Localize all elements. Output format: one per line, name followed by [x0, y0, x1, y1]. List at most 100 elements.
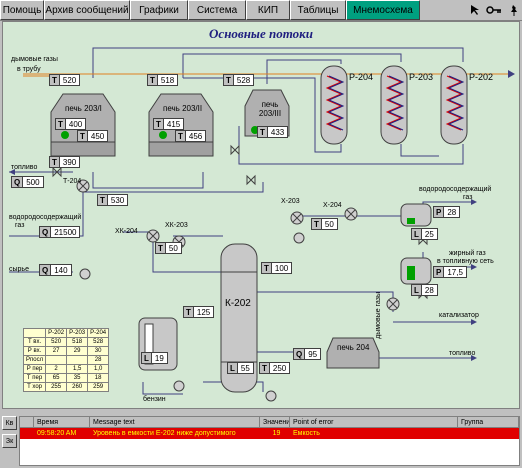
alarm-group [458, 428, 519, 439]
label-gas-right: газ [463, 194, 473, 201]
label-t204: Т-204 [63, 178, 82, 185]
alarm-row[interactable]: 09:58:20 AM Уровень в емкости Е-202 ниже… [20, 428, 519, 439]
table-cell: 520 [45, 337, 68, 347]
separator-top [400, 203, 432, 227]
label-to-fuel-net: в топливную сеть [437, 258, 494, 265]
process-diagram [9, 47, 515, 402]
table-cell: Р-203 [66, 328, 89, 338]
col-time[interactable]: Время [34, 417, 90, 428]
col-value[interactable]: Значени [260, 417, 290, 428]
col-group[interactable]: Группа [458, 417, 519, 428]
alarm-value: 19 [272, 430, 281, 437]
table-cell [66, 355, 89, 365]
key-icon[interactable] [486, 4, 502, 16]
menu-charts[interactable]: Графики [130, 0, 188, 20]
alarm-message: Уровень в емкости Е-202 ниже допустимого [93, 430, 236, 437]
table-cell: Р вх. [22, 346, 47, 356]
pumps [79, 232, 305, 402]
pin-icon[interactable] [507, 4, 519, 16]
label-fuel-left: топливо [11, 164, 38, 171]
table-cell: Т пер [22, 373, 47, 383]
label-hydrogen-gas: водородосодержащий [9, 214, 82, 221]
label-raw: сырье [9, 266, 29, 273]
menu-message-archive[interactable]: Архив сообщений [44, 0, 130, 20]
table-cell: 28 [87, 355, 110, 365]
alarm-grid-header: Время Message text Значени Point of erro… [20, 417, 519, 428]
table-cell: 30 [87, 346, 110, 356]
pointer-icon[interactable] [469, 4, 481, 16]
table-cell: 65 [45, 373, 68, 383]
label-fuel-right: топливо [449, 350, 476, 357]
menu-system[interactable]: Система [188, 0, 246, 20]
close-alarm-button[interactable]: Зк [2, 434, 17, 448]
flow-arrows [9, 70, 515, 361]
alarm-grid: Время Message text Значени Point of erro… [19, 416, 520, 466]
menu-help[interactable]: Помощь [0, 0, 44, 20]
label-x203: Х-203 [281, 198, 300, 205]
table-cell: 259 [87, 382, 110, 392]
table-header: Р-202 Р-203 Р-204 [22, 328, 110, 338]
menu-tables[interactable]: Таблицы [290, 0, 346, 20]
col-message[interactable]: Message text [90, 417, 260, 428]
label-gas: газ [15, 222, 25, 229]
table-cell: 2 [45, 364, 68, 374]
menu-kip[interactable]: КИП [246, 0, 290, 20]
reactor-204-label: Р-204 [349, 72, 374, 82]
column-label: К-202 [225, 298, 251, 309]
label-flue-gas: дымовые газы [11, 56, 58, 63]
table-cell: 255 [45, 382, 68, 392]
col-icon[interactable] [20, 417, 34, 428]
table-cell: 29 [66, 346, 89, 356]
furnace-203-2-label: печь 203/II [163, 104, 203, 113]
furnace-204-label: печь 204 [337, 343, 370, 352]
ack-button[interactable]: Кв [2, 416, 17, 430]
col-point[interactable]: Point of error [290, 417, 458, 428]
label-catalyzate: катализатор [439, 312, 479, 319]
table-cell: Р пер [22, 364, 47, 374]
table-cell: 27 [45, 346, 68, 356]
table-cell: 35 [66, 373, 89, 383]
reactor-203-label: Р-203 [409, 72, 434, 82]
toolbar-icons [466, 0, 522, 20]
furnace-203-3-label: печь 203/III [258, 100, 282, 118]
label-x204: Х-204 [323, 202, 342, 209]
furnace-203-1-label: печь 203/I [65, 104, 102, 113]
alarm-point: Емкость [293, 430, 320, 437]
table-cell: Т вх. [22, 337, 47, 347]
table-cell: Р-204 [87, 328, 110, 338]
label-to-stack: в трубу [17, 66, 41, 73]
table-cell: Т хор [22, 382, 47, 392]
menu-mnemoscheme[interactable]: Мнемосхема [346, 0, 420, 20]
label-h2-gas-right: водородосодержащий [419, 186, 492, 193]
reactor-204 [320, 65, 348, 145]
table-cell [22, 328, 47, 338]
